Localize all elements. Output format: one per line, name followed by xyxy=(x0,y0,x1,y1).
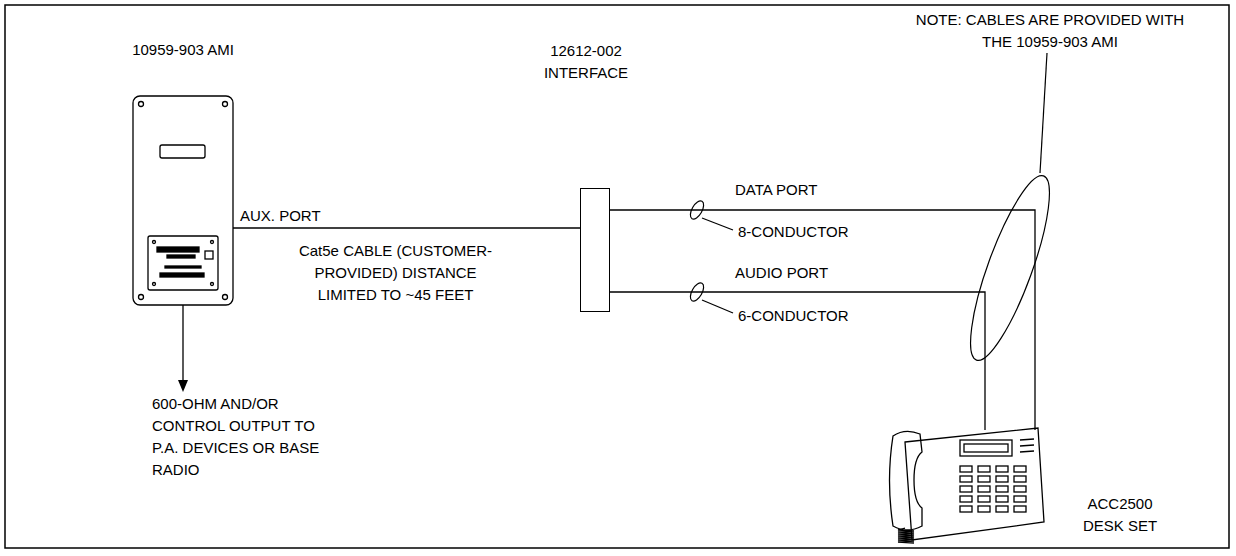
cable-path xyxy=(233,227,580,228)
cable-label: DATA PORT xyxy=(735,179,885,201)
desk-set-box: ACC2500 DESK SET xyxy=(884,430,1044,544)
port-label: AUX. PORT xyxy=(240,205,360,227)
interface-box: 12612-002 INTERFACE xyxy=(580,188,610,312)
node-label: 12612-002 INTERFACE xyxy=(526,40,646,84)
note-text: NOTE: CABLES ARE PROVIDED WITH THE 10959… xyxy=(905,9,1195,53)
cable-line xyxy=(233,228,580,229)
cable-label: AUDIO PORT xyxy=(735,262,885,284)
frame xyxy=(5,5,1229,548)
conductor-label: 8-CONDUCTOR xyxy=(738,221,888,243)
keypad xyxy=(960,466,1026,512)
conductor-label: 6-CONDUCTOR xyxy=(738,305,888,327)
output-note: 600-OHM AND/OR CONTROL OUTPUT TO P.A. DE… xyxy=(152,393,322,481)
ami-unit xyxy=(133,96,233,305)
desk-phone xyxy=(890,428,1045,543)
ami-unit-box: 10959-903 AMI xyxy=(133,96,233,305)
cable-label: Cat5e CABLE (CUSTOMER-PROVIDED) DISTANCE… xyxy=(298,240,493,306)
node-label: 10959-903 AMI xyxy=(123,39,243,61)
node-label: ACC2500 DESK SET xyxy=(1070,493,1170,537)
cable-line xyxy=(610,292,985,430)
output-arrow xyxy=(178,305,188,392)
cable-line xyxy=(610,210,1035,430)
cable-path xyxy=(610,210,1035,430)
cable-path xyxy=(610,292,985,430)
phone-cord xyxy=(898,528,914,543)
